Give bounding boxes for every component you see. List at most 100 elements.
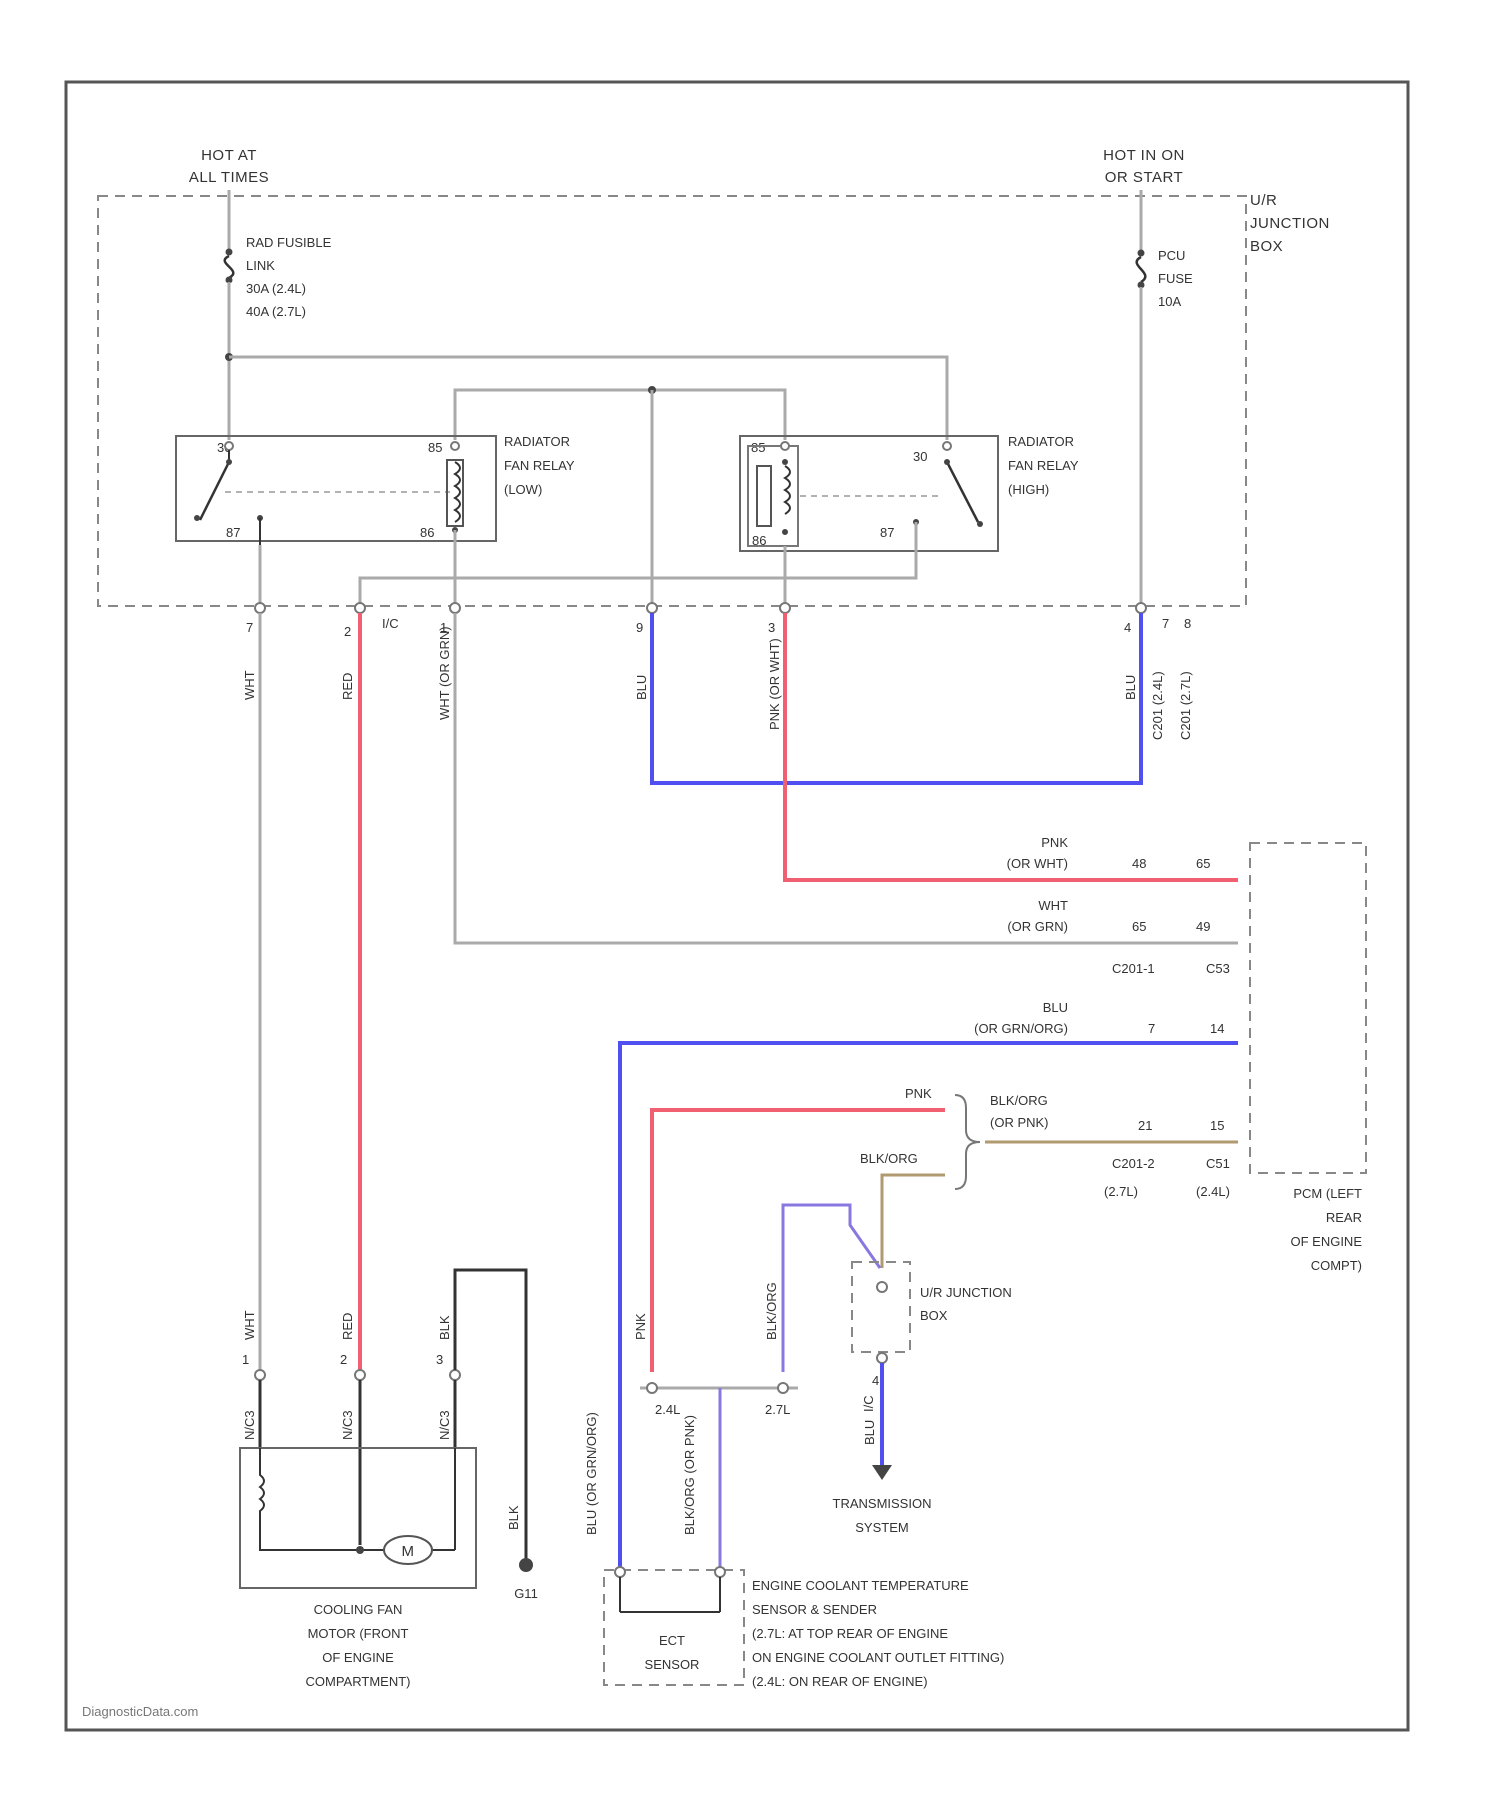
ur-junction-box-small (852, 1262, 910, 1352)
motor-label-1: COOLING FAN (314, 1602, 403, 1617)
pcm-blkorg-color: BLK/ORG (990, 1093, 1048, 1108)
motor-label-4: COMPARTMENT) (306, 1674, 411, 1689)
motor-pin-3: 3 (436, 1352, 443, 1367)
pcu-fuse-label-1: PCU (1158, 248, 1185, 263)
rad-fusible-link (225, 190, 234, 440)
ect-label-2: SENSOR & SENDER (752, 1602, 877, 1617)
relay-high-pin-85: 85 (751, 440, 765, 455)
pcm-label-1: PCM (LEFT (1293, 1186, 1362, 1201)
hot-in-on-line2: OR START (1105, 169, 1183, 186)
motor-label-2: MOTOR (FRONT (308, 1626, 409, 1641)
hot-in-on-line1: HOT IN ON (1103, 147, 1185, 164)
pcm-blu-color: BLU (1043, 1000, 1068, 1015)
jb-terminal-4: 4 (1124, 620, 1131, 635)
coil-feed-bus (455, 390, 785, 440)
pcm-blu-alt: (OR GRN/ORG) (974, 1021, 1068, 1036)
jb-connector-ic: I/C (382, 616, 399, 631)
pcm-blkorg-pin-15: 15 (1210, 1118, 1224, 1133)
wire-blkorg-violet (783, 1205, 880, 1372)
transmission-label-1: TRANSMISSION (833, 1496, 932, 1511)
rad-fusible-link-label-4: 40A (2.7L) (246, 304, 306, 319)
ect-label-1: ENGINE COOLANT TEMPERATURE (752, 1578, 969, 1593)
jb-terminal-2: 2 (344, 624, 351, 639)
jb-connector-8: 8 (1184, 616, 1191, 631)
relay-low-pin-86: 86 (420, 525, 434, 540)
ground-icon (519, 1558, 533, 1572)
ujb-pin-top (877, 1282, 887, 1292)
hot-at-all-times-line2: ALL TIMES (189, 169, 269, 186)
motor-wire-red: RED (340, 1313, 355, 1340)
ujb-label-1: U/R JUNCTION (920, 1285, 1012, 1300)
ur-junction-box-label-2: JUNCTION (1250, 215, 1330, 232)
relay-low-label-3: (LOW) (504, 482, 542, 497)
pcm-blkorg-alt: (OR PNK) (990, 1115, 1049, 1130)
sensor-vertical-blkorg: BLK/ORG (764, 1282, 779, 1340)
ect-symbol: ECT (659, 1633, 685, 1648)
relay-high-pin-30: 30 (913, 449, 927, 464)
motor-wire-wht: WHT (242, 1310, 257, 1340)
ground-name: G11 (514, 1586, 538, 1601)
ujb-pin-bottom (877, 1353, 887, 1363)
pcm-label-3: OF ENGINE (1290, 1234, 1362, 1249)
high-87-to-pin2 (360, 522, 916, 607)
pcm-blu-pin-7: 7 (1148, 1021, 1155, 1036)
pcm-blu-pin-14: 14 (1210, 1021, 1224, 1036)
motor-internal (260, 1448, 455, 1554)
pcm-label-2: REAR (1326, 1210, 1362, 1225)
wire-wht-or-grn-to-pcm (455, 613, 1238, 943)
pcm-label-4: COMPT) (1311, 1258, 1362, 1273)
motor-connector-pins (255, 1370, 460, 1545)
jb-terminal-pins (255, 603, 1146, 613)
relay-high-coil (748, 442, 798, 546)
pcm-conn-c201-1: C201-1 (1112, 961, 1155, 976)
sensor-vertical-blu: BLU (862, 1420, 877, 1445)
jb-terminal-3: 3 (768, 620, 775, 635)
relay-high-pin-87: 87 (880, 525, 894, 540)
motor-pin-2: 2 (340, 1352, 347, 1367)
sensor-vertical-blkorg-or-pnk: BLK/ORG (OR PNK) (682, 1415, 697, 1535)
wire-label-pnk-or-wht: PNK (OR WHT) (767, 638, 782, 730)
sensor-vertical-blu-or-grnorg: BLU (OR GRN/ORG) (584, 1412, 599, 1535)
pcu-fuse-label-3: 10A (1158, 294, 1181, 309)
ujb-pin-4: 4 (872, 1373, 879, 1388)
pcm-pin-65a: 65 (1196, 856, 1210, 871)
relay-high-switch (800, 442, 983, 527)
sensor-vertical-pnk: PNK (633, 1313, 648, 1340)
relay-low-pin-87: 87 (226, 525, 240, 540)
bus-to-high-relay (229, 357, 947, 440)
pcm-conn2-27: (2.7L) (1104, 1184, 1138, 1199)
jb-connector-7: 7 (1162, 616, 1169, 631)
jb-terminal-7: 7 (246, 620, 253, 635)
motor-symbol: M (402, 1543, 415, 1560)
ur-junction-box-label-3: BOX (1250, 238, 1283, 255)
sensor-wire-pnk: PNK (905, 1086, 932, 1101)
pcm-wire-wht: WHT (1038, 898, 1068, 913)
pcm-blkorg-pin-21: 21 (1138, 1118, 1152, 1133)
wire-label-red: RED (340, 673, 355, 700)
transmission-arrow-icon (872, 1465, 892, 1480)
pcm-pin-49: 49 (1196, 919, 1210, 934)
rad-fusible-link-label-3: 30A (2.4L) (246, 281, 306, 296)
ect-name: SENSOR (645, 1657, 700, 1672)
pcm-pin-65b: 65 (1132, 919, 1146, 934)
jb-terminal-9: 9 (636, 620, 643, 635)
motor-pin-1: 1 (242, 1352, 249, 1367)
wire-pnk-to-sensor (652, 1110, 945, 1372)
ground-wire-blk: BLK (506, 1505, 521, 1530)
motor-connector-2: N/C3 (340, 1410, 355, 1440)
ujb-ic: I/C (861, 1395, 876, 1412)
rad-fusible-link-label-2: LINK (246, 258, 275, 273)
ur-junction-box-label-1: U/R (1250, 192, 1277, 209)
relay-high-label-2: FAN RELAY (1008, 458, 1079, 473)
diagram-frame (66, 82, 1408, 1730)
relay-low-label-2: FAN RELAY (504, 458, 575, 473)
pcm-pin-48: 48 (1132, 856, 1146, 871)
motor-connector-3: N/C3 (437, 1410, 452, 1440)
pcu-fuse-label-2: FUSE (1158, 271, 1193, 286)
relay-high-label-3: (HIGH) (1008, 482, 1049, 497)
ect-label-3: (2.7L: AT TOP REAR OF ENGINE (752, 1626, 948, 1641)
pcm-conn2-c51: C51 (1206, 1156, 1230, 1171)
ect-label-5: (2.4L: ON REAR OF ENGINE) (752, 1674, 928, 1689)
motor-label-3: OF ENGINE (322, 1650, 394, 1665)
